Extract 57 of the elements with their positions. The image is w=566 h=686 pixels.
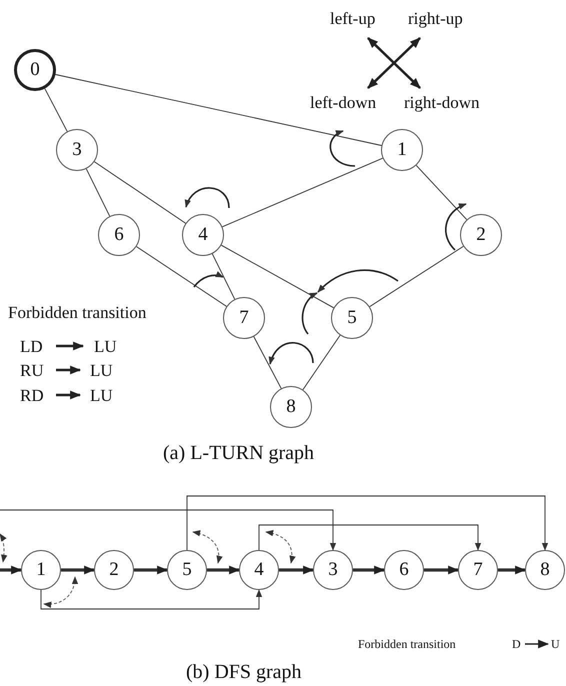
arrow [0,510,336,551]
connector-line [86,168,110,217]
transition-label: LU [90,362,113,379]
transition-label: RD [20,387,44,404]
node-circle: 8 [525,550,565,590]
node-circle: 3 [56,129,98,171]
arrow [258,524,482,551]
arrow [353,566,386,574]
legend-heading: Forbidden transition [8,304,146,321]
connector-line [222,158,384,228]
direction-label: left-up [330,10,376,27]
node-circle: 0 [14,49,56,91]
transition-label: LD [20,338,43,355]
node-circle: 7 [223,297,265,339]
arrow [207,566,240,574]
node-circle: 2 [460,214,502,256]
figure-caption: (b) DFS graph [186,662,302,682]
transition-label: LU [90,387,113,404]
connector-line [253,336,282,389]
node-circle: 7 [458,550,498,590]
connector-line [220,244,334,308]
arrow [186,496,548,551]
figure-caption: (a) L-TURN graph [163,443,314,463]
transition-label: U [551,638,560,650]
node-circle: 4 [182,214,224,256]
arrow [498,566,526,574]
transition-label: RU [20,362,44,379]
connector-line [136,246,227,307]
transition-label: D [512,638,521,650]
node-circle: 4 [239,550,279,590]
direction-label: right-down [404,94,480,111]
connector-line [94,161,186,224]
arrow [134,566,168,574]
connector-line [212,253,236,300]
direction-label: right-up [408,10,463,27]
node-circle: 5 [167,550,207,590]
arrow [61,566,96,574]
node-circle: 5 [331,297,373,339]
node-circle: 1 [21,550,61,590]
connector-line [416,164,468,220]
arrow [40,589,262,610]
arrow [424,566,460,574]
legend-heading: Forbidden transition [358,638,456,650]
connector-line [55,74,382,146]
connector-line [44,88,68,132]
arrow [0,566,22,574]
connector-line [369,246,464,308]
node-circle: 2 [94,550,134,590]
node-circle: 6 [384,550,424,590]
node-circle: 8 [270,386,312,428]
transition-label: LU [94,338,117,355]
node-circle: 3 [313,550,353,590]
connector-line [302,334,341,390]
direction-label: left-down [310,94,376,111]
arrow [279,566,314,574]
node-circle: 1 [381,129,423,171]
node-circle: 6 [98,214,140,256]
